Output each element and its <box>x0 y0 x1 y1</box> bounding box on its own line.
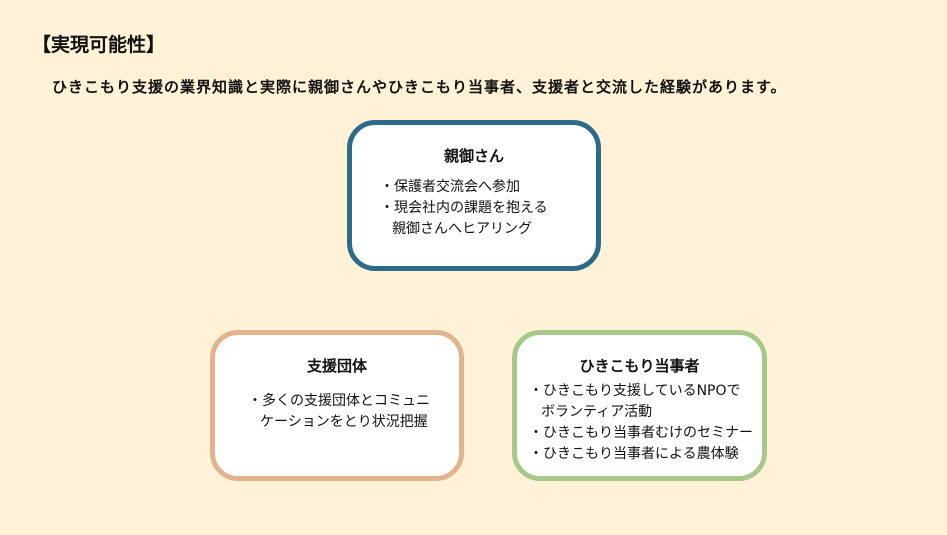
box-heading: 支援団体 <box>306 357 367 375</box>
list-item: ・ひきこもり当事者による農体験 <box>529 444 753 465</box>
box-list: ・ひきこもり支援しているNPOでボランティア活動 ・ひきこもり当事者むけのセミナ… <box>529 381 753 465</box>
box-heading: ひきこもり当事者 <box>579 357 700 375</box>
list-item: ・保護者交流会へ参加 <box>380 177 548 198</box>
box-heading: 親御さん <box>443 147 504 165</box>
item-text: ・ひきこもり支援しているNPOで <box>529 383 741 399</box>
list-item: ・現会社内の課題を抱える親御さんへヒアリング <box>380 198 548 240</box>
hikikomori-persons-box: ひきこもり当事者 ・ひきこもり支援しているNPOでボランティア活動 ・ひきこもり… <box>512 330 767 481</box>
item-text-cont: 親御さんへヒアリング <box>392 221 532 237</box>
list-item: ・多くの支援団体とコミュニケーションをとり状況把握 <box>248 391 430 433</box>
item-text-cont: ケーションをとり状況把握 <box>260 414 428 430</box>
item-text-cont: ボランティア活動 <box>541 404 653 420</box>
item-text: ・ひきこもり当事者による農体験 <box>529 446 739 462</box>
item-text: ・ひきこもり当事者むけのセミナー <box>529 425 753 441</box>
support-orgs-box: 支援団体 ・多くの支援団体とコミュニケーションをとり状況把握 <box>210 330 464 481</box>
box-list: ・保護者交流会へ参加 ・現会社内の課題を抱える親御さんへヒアリング <box>380 177 548 240</box>
parents-box: 親御さん ・保護者交流会へ参加 ・現会社内の課題を抱える親御さんへヒアリング <box>347 120 601 271</box>
slide-subtitle: ひきこもり支援の業界知識と実際に親御さんやひきこもり当事者、支援者と交流した経験… <box>52 78 787 96</box>
box-list: ・多くの支援団体とコミュニケーションをとり状況把握 <box>248 391 430 433</box>
item-text: ・現会社内の課題を抱える <box>380 200 548 216</box>
item-text: ・多くの支援団体とコミュニ <box>248 393 430 409</box>
list-item: ・ひきこもり支援しているNPOでボランティア活動 <box>529 381 753 423</box>
item-text: ・保護者交流会へ参加 <box>380 179 520 195</box>
slide-title: 【実現可能性】 <box>32 34 166 56</box>
list-item: ・ひきこもり当事者むけのセミナー <box>529 423 753 444</box>
